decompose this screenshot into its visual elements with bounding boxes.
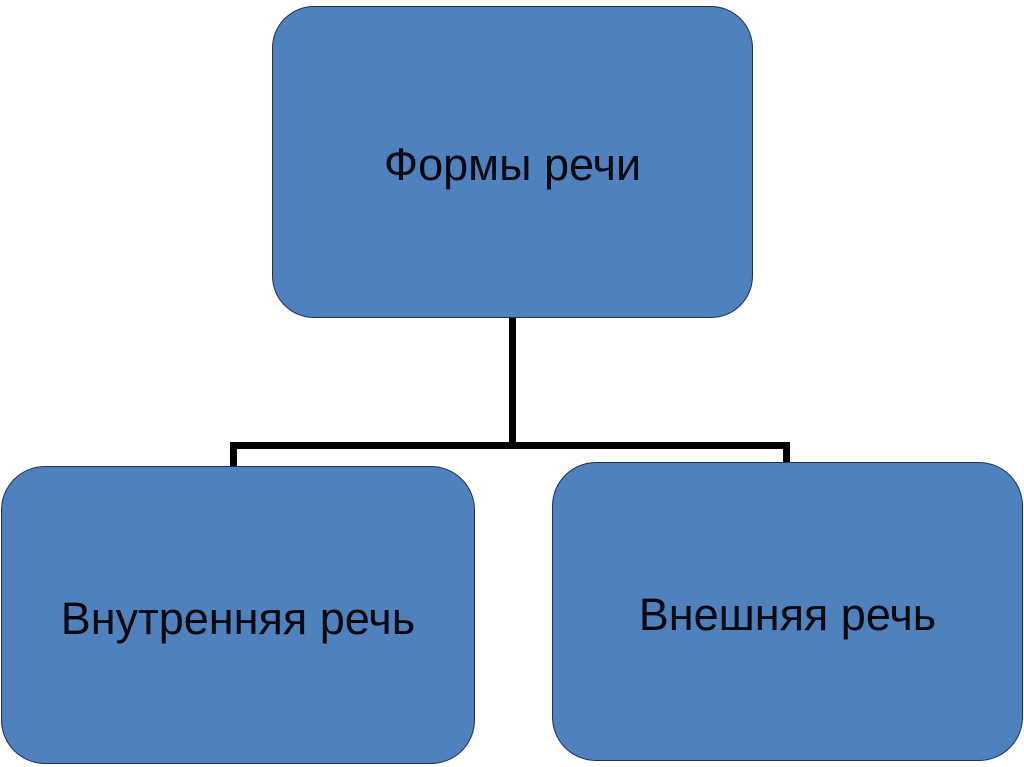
node-outer-speech-label: Внешняя речь: [638, 589, 937, 640]
node-inner-speech[interactable]: Внутренняя речь: [1, 466, 475, 764]
connector-drop-to-outer-speech: [783, 442, 790, 472]
connector-drop-to-inner-speech: [230, 442, 237, 472]
node-inner-speech-label: Внутренняя речь: [60, 592, 416, 644]
node-root-formy-rechi[interactable]: Формы речи: [272, 6, 753, 318]
node-outer-speech[interactable]: Внешняя речь: [552, 462, 1023, 761]
connector-horizontal-bus: [230, 442, 790, 449]
connector-root-stem: [509, 316, 516, 447]
node-root-label: Формы речи: [383, 138, 642, 190]
